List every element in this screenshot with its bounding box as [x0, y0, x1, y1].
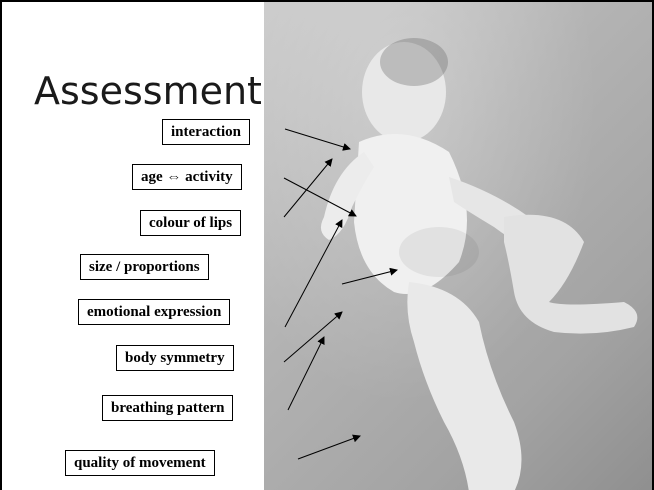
label-emotional-expression: emotional expression	[78, 299, 231, 325]
label-colour-of-lips: colour of lips	[140, 210, 242, 236]
label-quality-of-movement: quality of movement	[65, 450, 215, 476]
label-body-symmetry: body symmetry	[116, 345, 234, 371]
baby-photo	[264, 2, 652, 490]
slide-title: Assessment	[34, 69, 262, 113]
label-breathing-pattern: breathing pattern	[102, 395, 234, 421]
label-size-proportions: size / proportions	[80, 254, 209, 280]
label-age-activity: age ⇔ activity	[132, 164, 242, 190]
label-interaction: interaction	[162, 119, 250, 145]
baby-illustration	[320, 38, 638, 490]
